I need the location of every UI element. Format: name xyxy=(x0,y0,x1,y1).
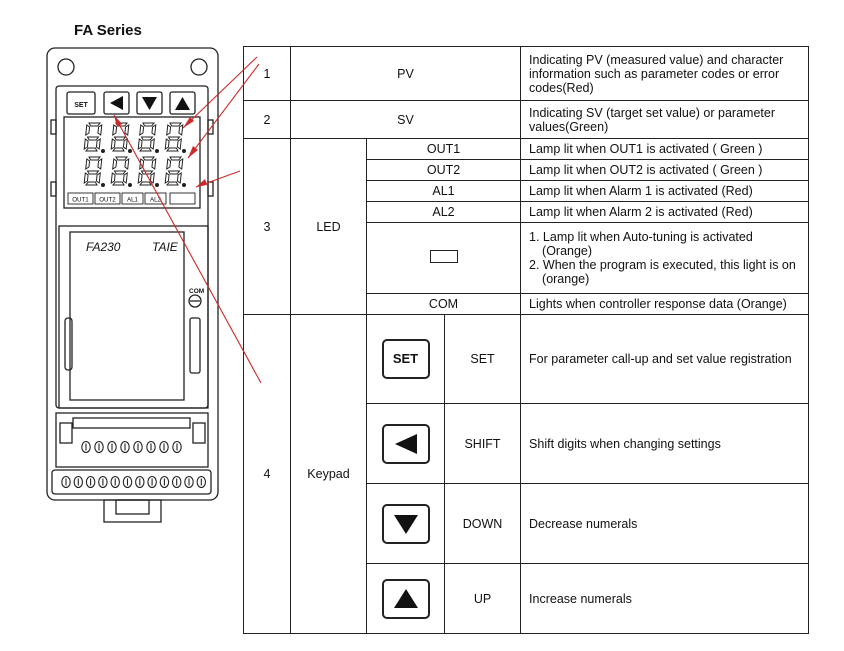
terminal-screw xyxy=(146,440,156,454)
led-name-out1: OUT1 xyxy=(365,138,522,160)
device-set-key-label: SET xyxy=(74,102,88,109)
key-desc-down: Decrease numerals xyxy=(520,483,810,564)
row-desc-pv: Indicating PV (measured value) and chara… xyxy=(520,46,810,101)
table-row-pv: 1 PV Indicating PV (measured value) and … xyxy=(243,46,810,101)
table-row-sv: 2 SV Indicating SV (target set value) or… xyxy=(243,100,810,139)
led-desc-autotune: 1. Lamp lit when Auto-tuning is activate… xyxy=(520,222,810,294)
device-led-al2: AL2 xyxy=(150,197,162,204)
table-row-up: UP Increase numerals xyxy=(244,563,810,634)
terminal-screw xyxy=(172,440,182,454)
down-arrow-key-icon xyxy=(381,503,430,544)
pv-display xyxy=(83,122,186,153)
table-row-out2: OUT2 Lamp lit when OUT2 is activated ( G… xyxy=(244,159,810,181)
key-desc-set: For parameter call-up and set value regi… xyxy=(520,314,810,404)
terminal-screw xyxy=(98,475,108,489)
set-key-icon: SET xyxy=(381,339,430,379)
terminal-screw xyxy=(147,475,157,489)
controller-front-panel: SET OUT1 OUT2 AL1 AL2 FA230 TAIE COM xyxy=(46,47,219,523)
group-keypad: Keypad xyxy=(290,314,367,634)
autotune-desc-2: 2. When the program is executed, this li… xyxy=(529,258,796,286)
terminal-screw xyxy=(94,440,104,454)
terminal-screw xyxy=(81,440,91,454)
device-up-key-icon xyxy=(175,97,190,110)
device-left-key-icon xyxy=(110,96,123,110)
led-name-al1: AL1 xyxy=(365,180,522,202)
autotune-lamp-icon xyxy=(365,222,522,294)
table-row-out1: 3 LED OUT1 Lamp lit when OUT1 is activat… xyxy=(243,138,810,315)
sv-display xyxy=(83,156,186,187)
terminal-screw xyxy=(159,475,170,489)
led-desc-out2: Lamp lit when OUT2 is activated ( Green … xyxy=(520,159,810,181)
up-arrow-key-icon xyxy=(381,578,430,619)
led-name-al2: AL2 xyxy=(365,201,522,223)
key-name-shift: SHIFT xyxy=(443,403,522,484)
led-name-out2: OUT2 xyxy=(365,159,522,181)
key-name-set: SET xyxy=(443,314,522,404)
group-led: LED xyxy=(290,138,367,315)
terminal-screw xyxy=(120,440,130,454)
device-led-al1: AL1 xyxy=(127,197,139,204)
seven-seg-digit xyxy=(83,156,105,187)
table-row-com: COM Lights when controller response data… xyxy=(244,293,810,315)
section-title: FA Series xyxy=(74,22,142,39)
row-number: 1 xyxy=(243,46,291,101)
terminal-screw xyxy=(61,475,71,489)
left-arrow-key-icon xyxy=(381,423,430,464)
seven-seg-digit xyxy=(164,122,186,153)
led-desc-com: Lights when controller response data (Or… xyxy=(520,293,810,315)
terminal-screw xyxy=(110,475,120,489)
key-desc-shift: Shift digits when changing settings xyxy=(520,403,810,484)
terminal-screw xyxy=(107,440,117,454)
key-name-up: UP xyxy=(443,563,522,634)
row-number: 4 xyxy=(243,314,291,634)
device-model: FA230 xyxy=(86,240,121,254)
seven-seg-digit xyxy=(83,122,105,153)
table-row-al2: AL2 Lamp lit when Alarm 2 is activated (… xyxy=(244,201,810,223)
table-row-down: DOWN Decrease numerals xyxy=(244,483,810,564)
led-name-com: COM xyxy=(365,293,522,315)
row-name-pv: PV xyxy=(289,46,522,101)
terminal-screw xyxy=(184,475,194,489)
terminal-screws-lower xyxy=(61,475,207,489)
led-desc-al1: Lamp lit when Alarm 1 is activated (Red) xyxy=(520,180,810,202)
row-name-sv: SV xyxy=(289,100,522,139)
device-led-out1: OUT1 xyxy=(72,197,89,204)
row-desc-sv: Indicating SV (target set value) or para… xyxy=(520,100,810,139)
terminal-screw xyxy=(135,475,145,489)
table-row-al1: AL1 Lamp lit when Alarm 1 is activated (… xyxy=(244,180,810,202)
table-row-set: 4 Keypad SET SET For parameter call-up a… xyxy=(243,314,810,634)
device-com-label: COM xyxy=(189,288,204,295)
row-number: 3 xyxy=(243,138,291,315)
autotune-desc-1: 1. Lamp lit when Auto-tuning is activate… xyxy=(529,230,753,258)
seven-seg-digit xyxy=(110,122,132,153)
terminal-screws-upper xyxy=(81,440,182,454)
device-down-key-icon xyxy=(142,97,157,110)
led-desc-out1: Lamp lit when OUT1 is activated ( Green … xyxy=(520,138,810,160)
device-led-out2: OUT2 xyxy=(99,197,116,204)
terminal-screw xyxy=(171,475,182,489)
led-desc-al2: Lamp lit when Alarm 2 is activated (Red) xyxy=(520,201,810,223)
seven-seg-digit xyxy=(110,156,132,187)
terminal-screw xyxy=(159,440,169,454)
seven-seg-digit xyxy=(137,122,159,153)
key-name-down: DOWN xyxy=(443,483,522,564)
table-row-shift: SHIFT Shift digits when changing setting… xyxy=(244,403,810,484)
seven-seg-digit xyxy=(137,156,159,187)
device-brand: TAIE xyxy=(152,240,179,254)
terminal-screw xyxy=(196,475,207,489)
terminal-screw xyxy=(133,440,143,454)
seven-seg-digit xyxy=(164,156,186,187)
terminal-screw xyxy=(85,475,96,489)
key-desc-up: Increase numerals xyxy=(520,563,810,634)
row-number: 2 xyxy=(243,100,291,139)
terminal-screw xyxy=(122,475,133,489)
spec-table: 1 PV Indicating PV (measured value) and … xyxy=(243,46,810,634)
table-row-autotune: 1. Lamp lit when Auto-tuning is activate… xyxy=(244,222,810,294)
terminal-screw xyxy=(73,475,84,489)
